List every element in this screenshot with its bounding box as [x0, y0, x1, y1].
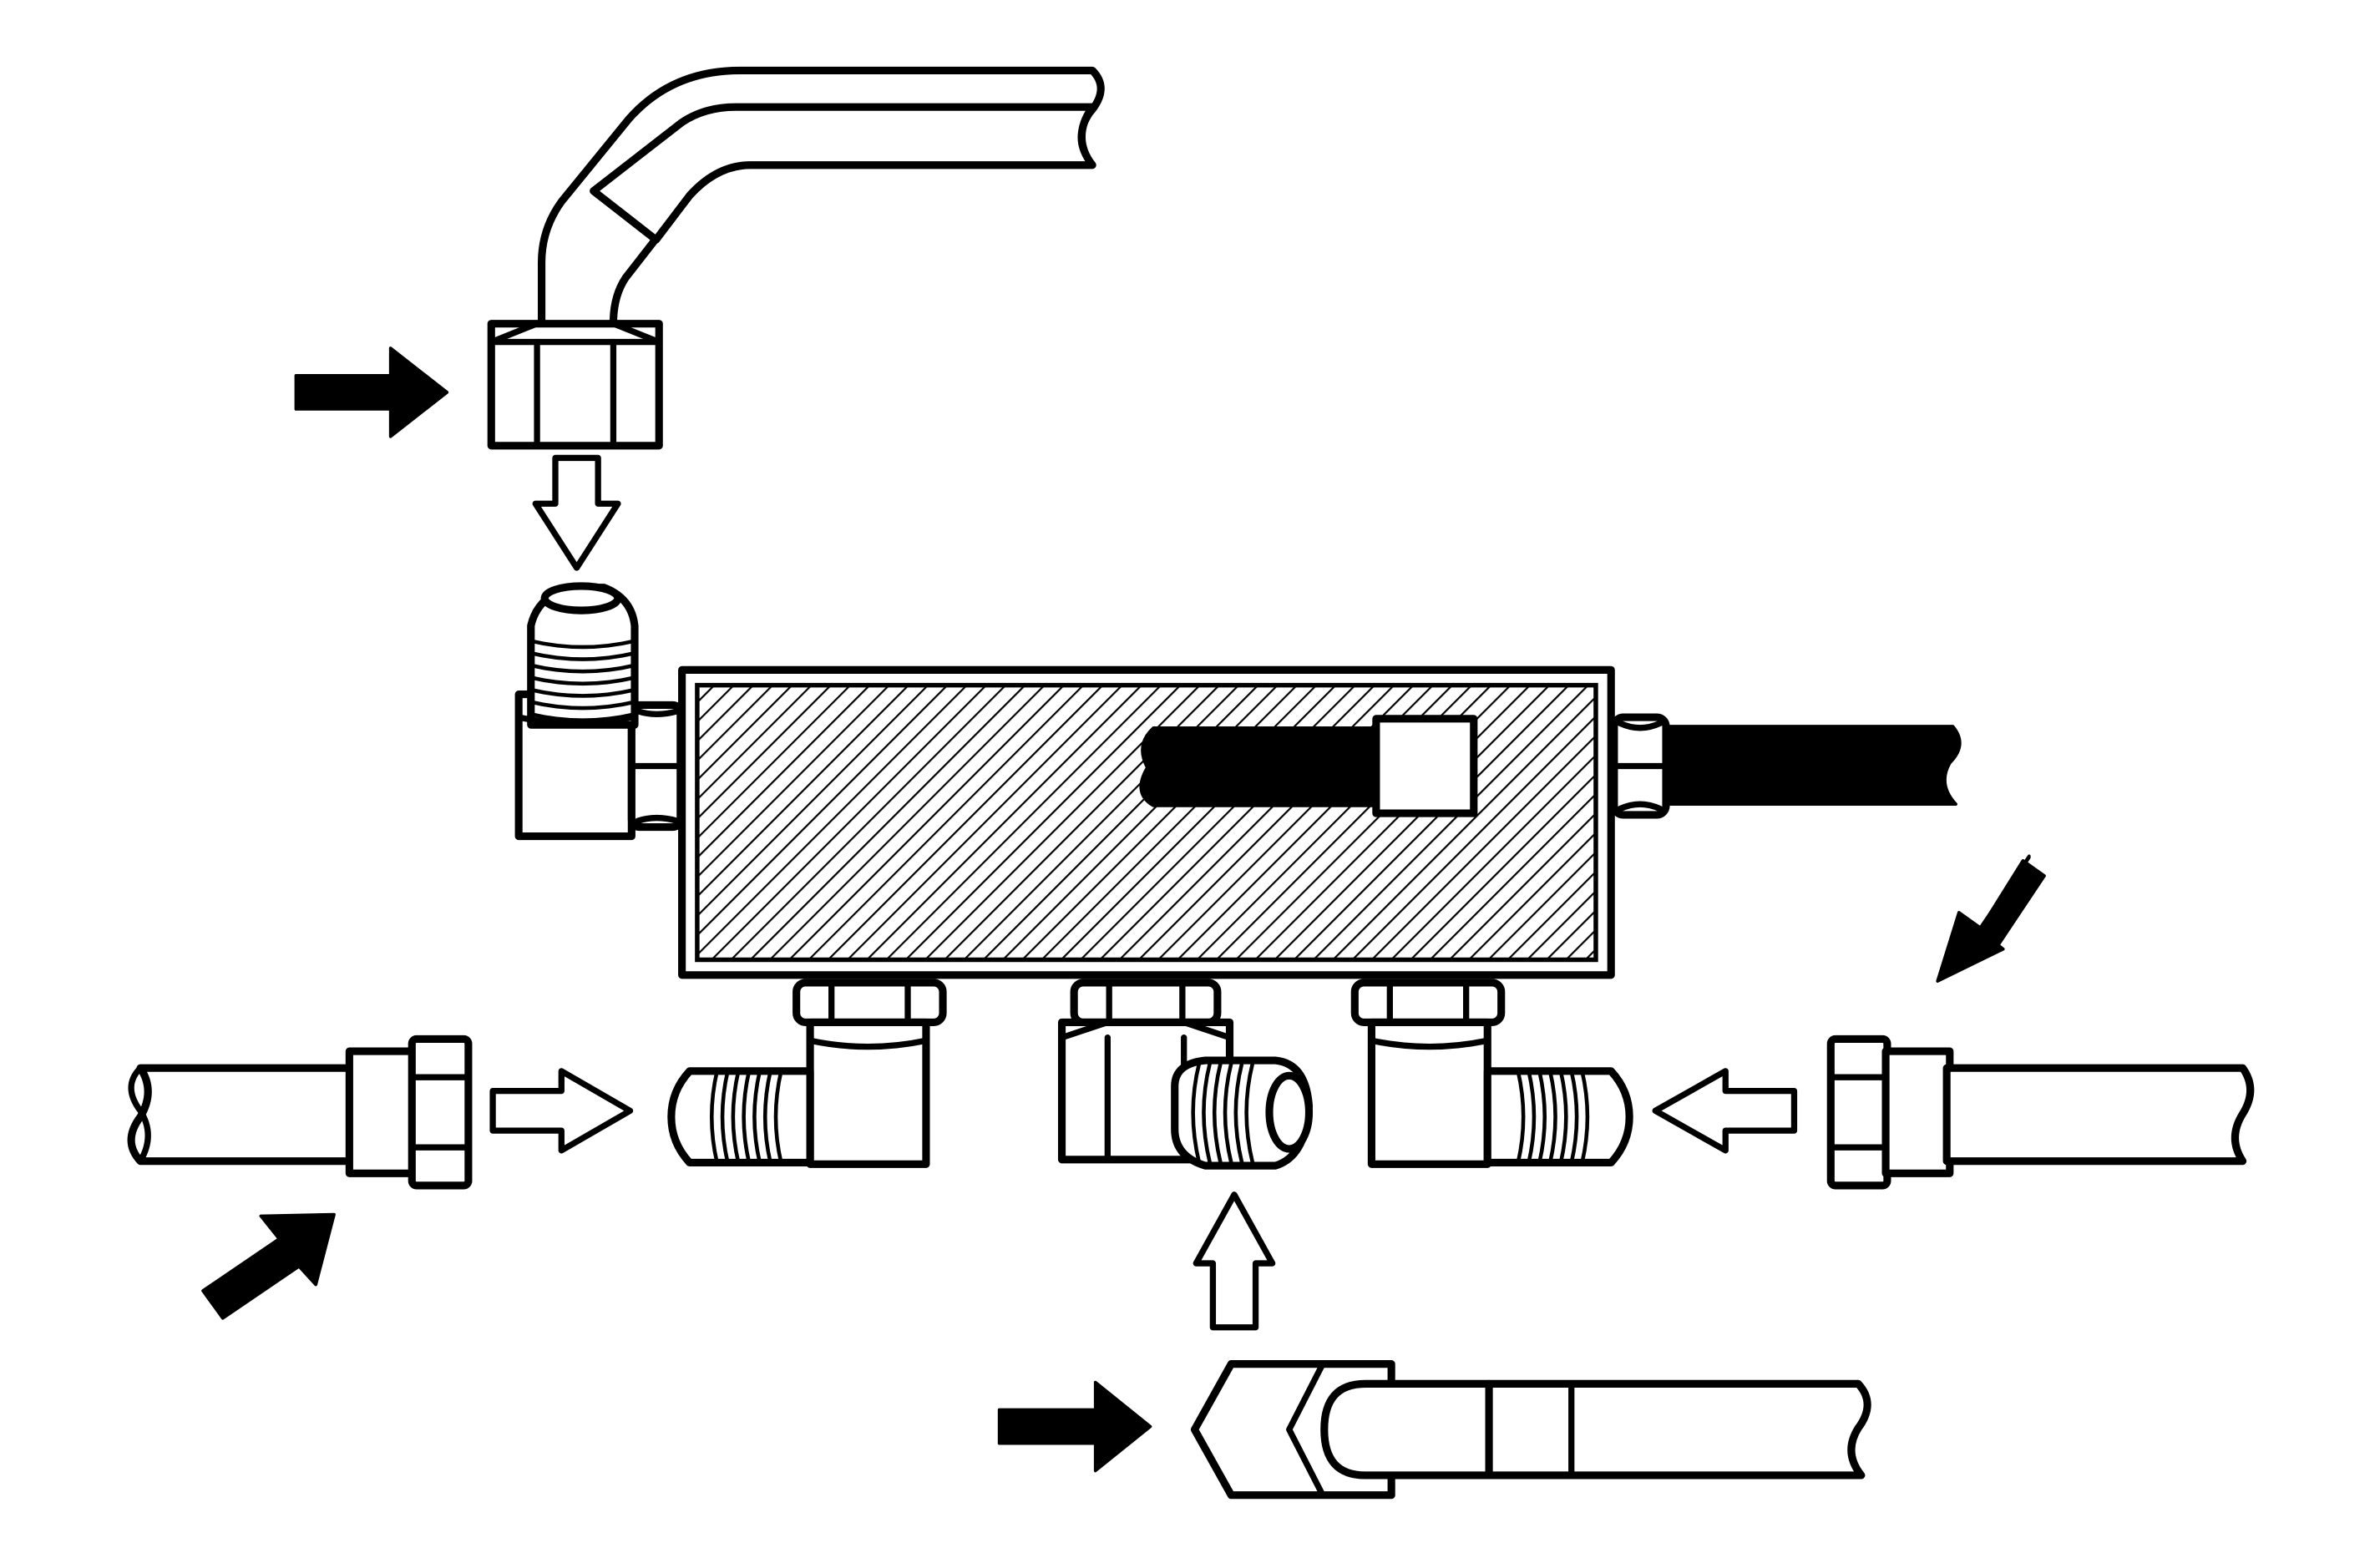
right-pipe-tube — [1664, 725, 1962, 806]
bc-flare-opening — [1265, 1071, 1314, 1153]
bottom-left-elbow-fitting — [667, 979, 947, 1168]
direction-arrow-up — [1193, 1191, 1276, 1331]
direction-arrow-left — [1652, 1068, 1798, 1154]
block-internal-rod — [1139, 726, 1383, 807]
direction-arrow-down — [532, 454, 621, 571]
right-pipe-tube-2 — [1942, 1064, 2255, 1166]
br-top-nut — [1350, 979, 1506, 1026]
pointer-arrow-bottom — [997, 1380, 1152, 1473]
pointer-arrow-bottom-left — [201, 1212, 336, 1320]
bl-threads — [710, 1069, 783, 1165]
right-flare-nut — [1826, 1034, 1891, 1190]
top-pipe-break — [1077, 67, 1104, 169]
bottom-right-elbow-fitting — [1350, 979, 1633, 1168]
bottom-pipe-with-nut — [1190, 1360, 1871, 1500]
top-left-elbow-fitting — [514, 582, 685, 841]
bc-threads — [1191, 1061, 1255, 1165]
bl-top-nut — [792, 979, 947, 1026]
left-nut-collar — [345, 1047, 418, 1177]
br-flare-thread — [1483, 1067, 1633, 1167]
right-pipe-with-nut — [1826, 1034, 2255, 1190]
distribution-block — [678, 665, 1615, 979]
bottom-pipe-tube — [1485, 1379, 1871, 1480]
pointer-arrow-top — [294, 347, 449, 438]
bc-top-nut — [1070, 979, 1222, 1026]
right-nut-collar — [1881, 1047, 1954, 1177]
bottom-center-tee-fitting — [1057, 979, 1314, 1170]
bl-flare-thread — [667, 1067, 814, 1167]
bottom-pipe-bend — [1320, 1379, 1493, 1480]
left-pipe-tube — [127, 1064, 358, 1166]
block-internal-collar — [1372, 715, 1478, 817]
left-pipe-with-nut — [127, 1034, 473, 1190]
br-threads — [1516, 1069, 1590, 1165]
flare-opening — [540, 582, 622, 615]
top-elbow-pipe-with-nut — [487, 66, 1105, 450]
direction-arrow-right — [489, 1068, 634, 1154]
right-rigid-pipe — [1610, 713, 1962, 819]
top-nut-chamfer — [488, 321, 662, 346]
left-flare-nut — [408, 1034, 473, 1190]
